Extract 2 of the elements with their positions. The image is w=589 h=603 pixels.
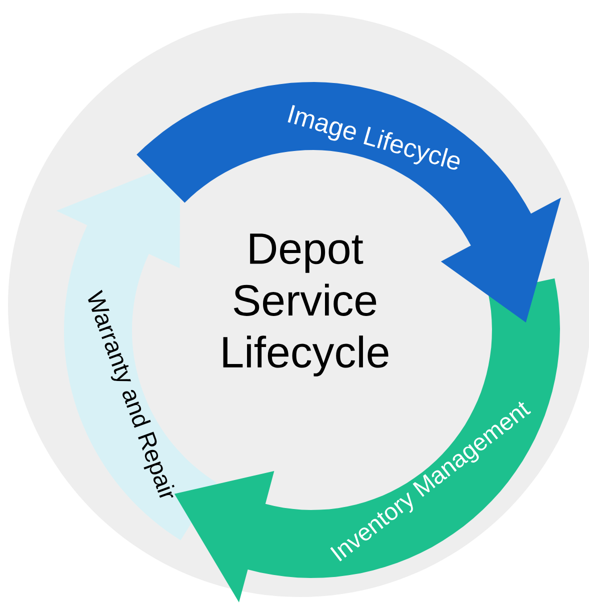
node-label: Depot Service Lifecycle [223, 234, 388, 376]
node-label: Image Lifecycle [288, 104, 460, 170]
